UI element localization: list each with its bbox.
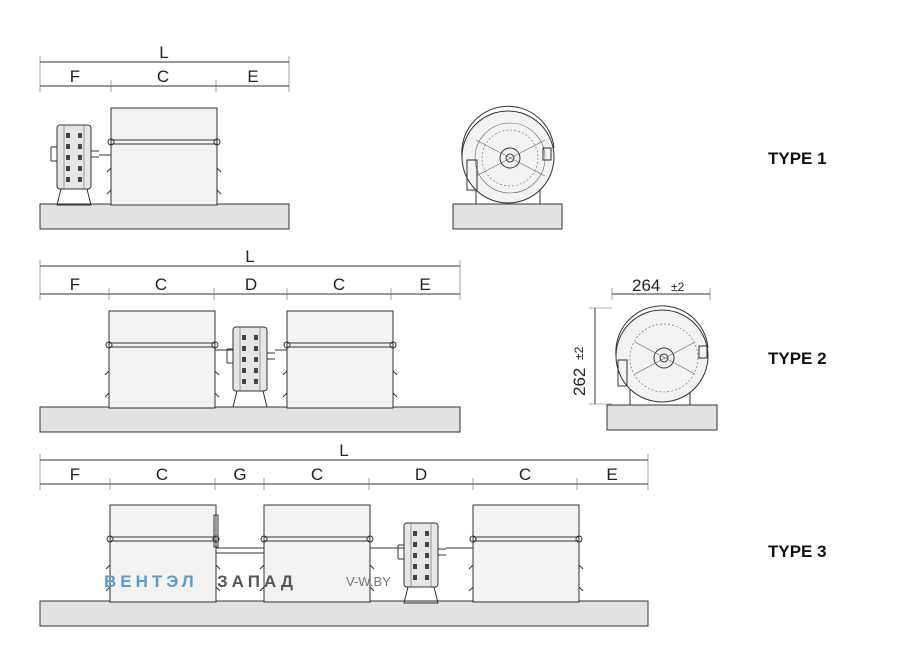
type2-height-value: 262 [570, 368, 589, 396]
type1-label: TYPE 1 [768, 149, 827, 168]
type2-front-view: L F C D C E [39, 247, 461, 433]
type1-front-view: L F C E [39, 43, 290, 230]
type3-dim-g: G [233, 465, 246, 484]
type1-motor [50, 124, 100, 206]
type2-dim-c1: C [155, 275, 167, 294]
type2-dim-e: E [419, 275, 430, 294]
type3-dim-l: L [339, 441, 348, 460]
type3-dim-e: E [606, 465, 617, 484]
type3-dim-c3: C [519, 465, 531, 484]
type2-label: TYPE 2 [768, 349, 827, 368]
type3-dim-f: F [70, 465, 80, 484]
watermark: ВЕНТЭЛ ЗАПАД V-W.BY [104, 572, 391, 591]
type2-dim-f: F [70, 275, 80, 294]
watermark-url: V-W.BY [346, 574, 391, 589]
type3-front-view: L F C G C D C E [39, 441, 649, 627]
type3-label: TYPE 3 [768, 542, 827, 561]
type2-dim-c2: C [333, 275, 345, 294]
type2-width-value: 264 [632, 276, 660, 295]
type3-dim-d: D [415, 465, 427, 484]
type2-side-view: 264 ±2 262 ±2 [570, 276, 718, 431]
type1-fan-housing [106, 107, 222, 206]
type3-dim-c2: C [311, 465, 323, 484]
watermark-part2: ЗАПАД [217, 572, 297, 591]
type2-dim-l: L [245, 247, 254, 266]
type2-width-tol: ±2 [671, 280, 685, 294]
type2-height-tol: ±2 [572, 346, 586, 360]
type2-dim-d: D [245, 275, 257, 294]
type1-dim-e: E [247, 67, 258, 86]
type3-motor [397, 522, 447, 604]
type2-fan-housing-2 [282, 310, 398, 409]
type1-dim-c: C [157, 67, 169, 86]
type2-fan-housing-1 [104, 310, 220, 409]
type3-fan-housing-3 [468, 504, 584, 603]
type3-dim-c1: C [156, 465, 168, 484]
type1-dim-f: F [70, 67, 80, 86]
watermark-part1: ВЕНТЭЛ [104, 572, 198, 591]
type1-dim-l: L [159, 43, 168, 62]
type1-base-plate [39, 203, 290, 230]
type1-side-view [452, 105, 563, 230]
type2-motor [226, 326, 276, 408]
